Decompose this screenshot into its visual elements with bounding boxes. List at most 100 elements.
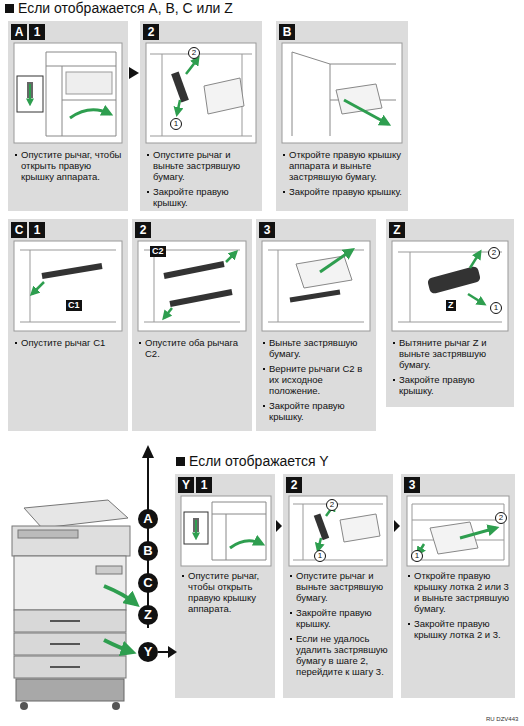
illustration-part — [5, 4, 14, 13]
instruction-list: Выньте застрявшую бумагу.Верните рычаги … — [262, 337, 373, 426]
circle-letter: B — [143, 543, 152, 558]
instruction-list: Опустите рычаг и выньте застрявшую бумаг… — [146, 149, 259, 212]
step-arrow — [276, 520, 282, 532]
instruction-text: Опустите рычаг C1 — [21, 337, 105, 348]
instruction-text: Опустите рычаг, чтобы открыть правую кры… — [21, 149, 121, 182]
badge-text: 2 — [140, 223, 147, 237]
callout-number: 1 — [314, 550, 326, 562]
badge-text: 1 — [201, 478, 208, 492]
badge-text: 2 — [291, 478, 298, 492]
instruction-item: Если не удалось удалить застрявшую бумаг… — [289, 633, 390, 677]
area-circle: Y — [138, 642, 158, 662]
bullet-dot — [408, 575, 410, 577]
instruction-text: Верните рычаги C2 в их исходное положени… — [269, 363, 362, 396]
step-panel: Опустите рычаг C1C1 — [8, 219, 128, 431]
illustration-part — [104, 586, 136, 604]
instruction-item: Опустите рычаг и выньте застрявшую бумаг… — [146, 149, 259, 182]
step-badge: C — [11, 222, 27, 238]
instruction-item: Опустите оба рычага C2. — [138, 337, 249, 359]
bullet-dot — [15, 342, 17, 344]
instruction-item: Закройте правую крышку. — [262, 400, 373, 422]
step-panel: Опустите рычаг, чтобы открыть правую кры… — [8, 21, 128, 211]
instruction-item: Опустите рычаг, чтобы открыть правую кры… — [181, 570, 272, 614]
bullet-dot — [283, 191, 285, 193]
instruction-item: Откройте правую крышку лотка 2 или 3 и в… — [407, 570, 512, 614]
part-tag: Z — [446, 300, 456, 311]
instruction-list: Откройте правую крышку аппарата и выньте… — [282, 149, 405, 201]
area-circle: A — [138, 509, 158, 529]
callout-number: 2 — [326, 499, 338, 511]
instruction-list: Опустите рычаг C1 — [14, 337, 125, 352]
instruction-list: Опустите рычаг и выньте застрявшую бумаг… — [289, 570, 390, 681]
instruction-text: Вытяните рычаг Z и выньте застрявшую бум… — [399, 337, 487, 370]
bullet-dot — [263, 405, 265, 407]
illustration-part — [18, 530, 78, 538]
document-code: RU DZV443 — [486, 716, 518, 723]
illustration-part — [12, 526, 130, 556]
instruction-text: Закройте правую крышку. — [296, 607, 372, 629]
illustration-part — [176, 457, 185, 466]
circle-letter: C — [143, 575, 152, 590]
instruction-item: Закройте правую крышку. — [146, 186, 259, 208]
instruction-text: Если не удалось удалить застрявшую бумаг… — [296, 633, 388, 677]
bullet-dot — [290, 612, 292, 614]
illustration-part — [158, 651, 170, 653]
illustration-part — [20, 702, 28, 710]
area-circle: B — [138, 541, 158, 561]
part-tag: C2 — [150, 246, 166, 257]
instruction-text: Опустите рычаг и выньте застрявшую бумаг… — [296, 570, 383, 603]
step-panel: Выньте застрявшую бумагу.Верните рычаги … — [256, 219, 376, 431]
callout-number: 1 — [411, 550, 423, 562]
badge-text: Y — [182, 478, 190, 492]
step-panel: Откройте правую крышку лотка 2 или 3 и в… — [401, 474, 515, 698]
circle-letter: Y — [144, 644, 153, 659]
instruction-list: Опустите рычаг, чтобы открыть правую кры… — [14, 149, 125, 186]
step-panel: Откройте правую крышку аппарата и выньте… — [276, 21, 408, 211]
badge-text: 1 — [34, 25, 41, 39]
illustration-part — [24, 500, 128, 528]
area-circle: Z — [138, 605, 158, 625]
bullet-dot — [263, 368, 265, 370]
callout-number: 2 — [188, 47, 200, 59]
callout-number: 1 — [490, 302, 502, 314]
step-badge: 3 — [404, 477, 420, 493]
callout-number: 1 — [170, 118, 182, 130]
illustration-part — [14, 656, 126, 678]
step-badge: 1 — [29, 24, 45, 40]
instruction-list: Вытяните рычаг Z и выньте застрявшую бум… — [392, 337, 511, 400]
illustration-part — [14, 610, 126, 632]
callout-number: 2 — [495, 512, 507, 524]
instruction-text: Опустите рычаг и выньте застрявшую бумаг… — [153, 149, 240, 182]
bullet-dot — [290, 638, 292, 640]
step-badge: Z — [389, 222, 405, 238]
instruction-list: Опустите оба рычага C2. — [138, 337, 249, 363]
illustration-part — [147, 452, 149, 628]
illustration-part — [96, 566, 122, 574]
instruction-item: Опустите рычаг и выньте застрявшую бумаг… — [289, 570, 390, 603]
instruction-item: Закройте правую крышку лотка 2 и 3. — [407, 618, 512, 640]
illustration-part — [104, 640, 132, 652]
step-panel: Опустите рычаг, чтобы открыть правую кры… — [175, 474, 275, 698]
step-panel: Опустите рычаг и выньте застрявшую бумаг… — [283, 474, 393, 698]
instruction-item: Опустите рычаг C1 — [14, 337, 125, 348]
step-badge: B — [279, 24, 295, 40]
badge-text: C — [15, 223, 24, 237]
badge-text: 3 — [264, 223, 271, 237]
step-badge: 1 — [196, 477, 212, 493]
illustration-part — [50, 621, 80, 667]
illustration-part — [142, 445, 154, 458]
area-circle: C — [138, 573, 158, 593]
bullet-dot — [263, 342, 265, 344]
circle-letter: A — [143, 511, 152, 526]
instruction-item: Закройте правую крышку. — [282, 186, 405, 197]
instruction-text: Закройте правую крышку. — [289, 186, 402, 197]
instruction-item: Вытяните рычаг Z и выньте застрявшую бум… — [392, 337, 511, 370]
section-heading: Если отображается Y — [189, 453, 329, 469]
bullet-dot — [139, 342, 141, 344]
instruction-text: Закройте правую крышку. — [153, 186, 229, 208]
instruction-list: Опустите рычаг, чтобы открыть правую кры… — [181, 570, 272, 618]
bullet-dot — [393, 342, 395, 344]
step-badge: 2 — [286, 477, 302, 493]
instruction-item: Закройте правую крышку. — [289, 607, 390, 629]
